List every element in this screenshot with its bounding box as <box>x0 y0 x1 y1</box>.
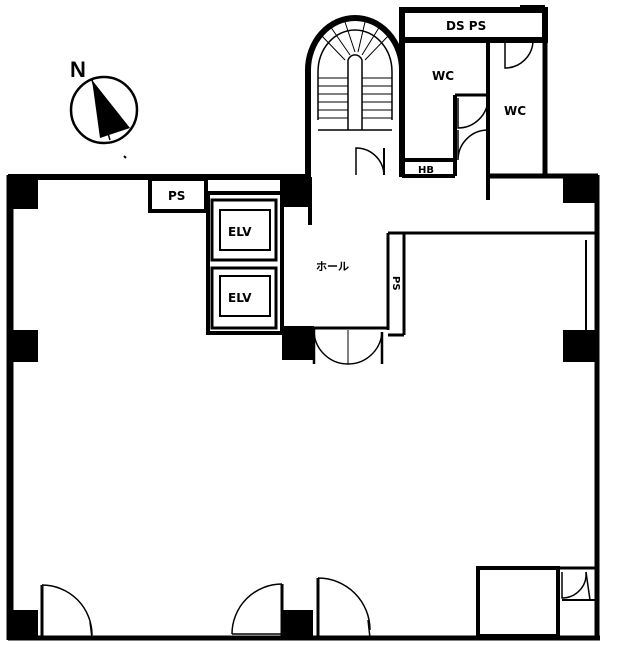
ps-top-label: PS <box>168 189 185 203</box>
staircase <box>305 15 405 177</box>
bottom-doors <box>40 577 371 639</box>
compass-needle-icon <box>92 80 130 138</box>
service-block <box>399 5 548 200</box>
hb-label: HB <box>418 165 434 176</box>
north-label: N <box>70 57 86 82</box>
ps-vertical-label: PS <box>390 276 401 291</box>
wc-left-label: WC <box>432 69 454 83</box>
elv-top-label: ELV <box>228 225 252 239</box>
bottom-right-room <box>476 566 597 638</box>
tick-mark <box>123 155 127 159</box>
hall-label: ホール <box>316 260 349 273</box>
hall-double-door <box>312 328 384 365</box>
elevator-core <box>206 191 284 335</box>
ds-ps-label: DS PS <box>446 19 486 33</box>
compass-circle <box>69 75 139 145</box>
columns <box>8 175 597 640</box>
north-compass: N <box>69 57 139 145</box>
hall-walls <box>282 231 597 337</box>
elv-bottom-label: ELV <box>228 291 252 305</box>
outer-walls <box>6 173 600 641</box>
wc-right-label: WC <box>504 104 526 118</box>
